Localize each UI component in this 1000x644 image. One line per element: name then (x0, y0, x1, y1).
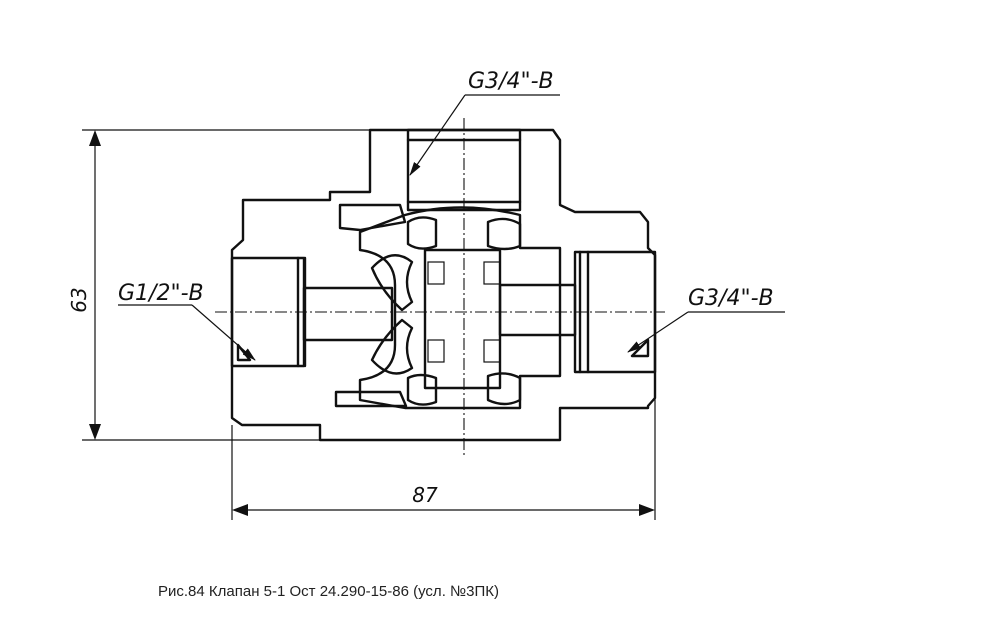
thread-label-right: G3/4"-B (688, 286, 774, 311)
figure-caption: Рис.84 Клапан 5-1 Ост 24.290-15-86 (усл.… (158, 583, 499, 600)
dimension-width-label: 87 (412, 483, 438, 507)
thread-label-left: G1/2"-B (118, 281, 204, 306)
dimension-width: 87 (231, 398, 656, 520)
callout-right: G3/4"-B (627, 286, 785, 353)
dimension-height-label: 63 (67, 287, 91, 312)
callout-left: G1/2"-B (118, 281, 256, 361)
callout-top: G3/4"-B (409, 69, 560, 176)
valve-spool (370, 216, 522, 406)
port-threads (236, 138, 650, 374)
center-lines (215, 118, 665, 455)
thread-label-top: G3/4"-B (468, 69, 554, 94)
valve-body (230, 128, 657, 442)
dimension-height: 63 (67, 129, 370, 441)
